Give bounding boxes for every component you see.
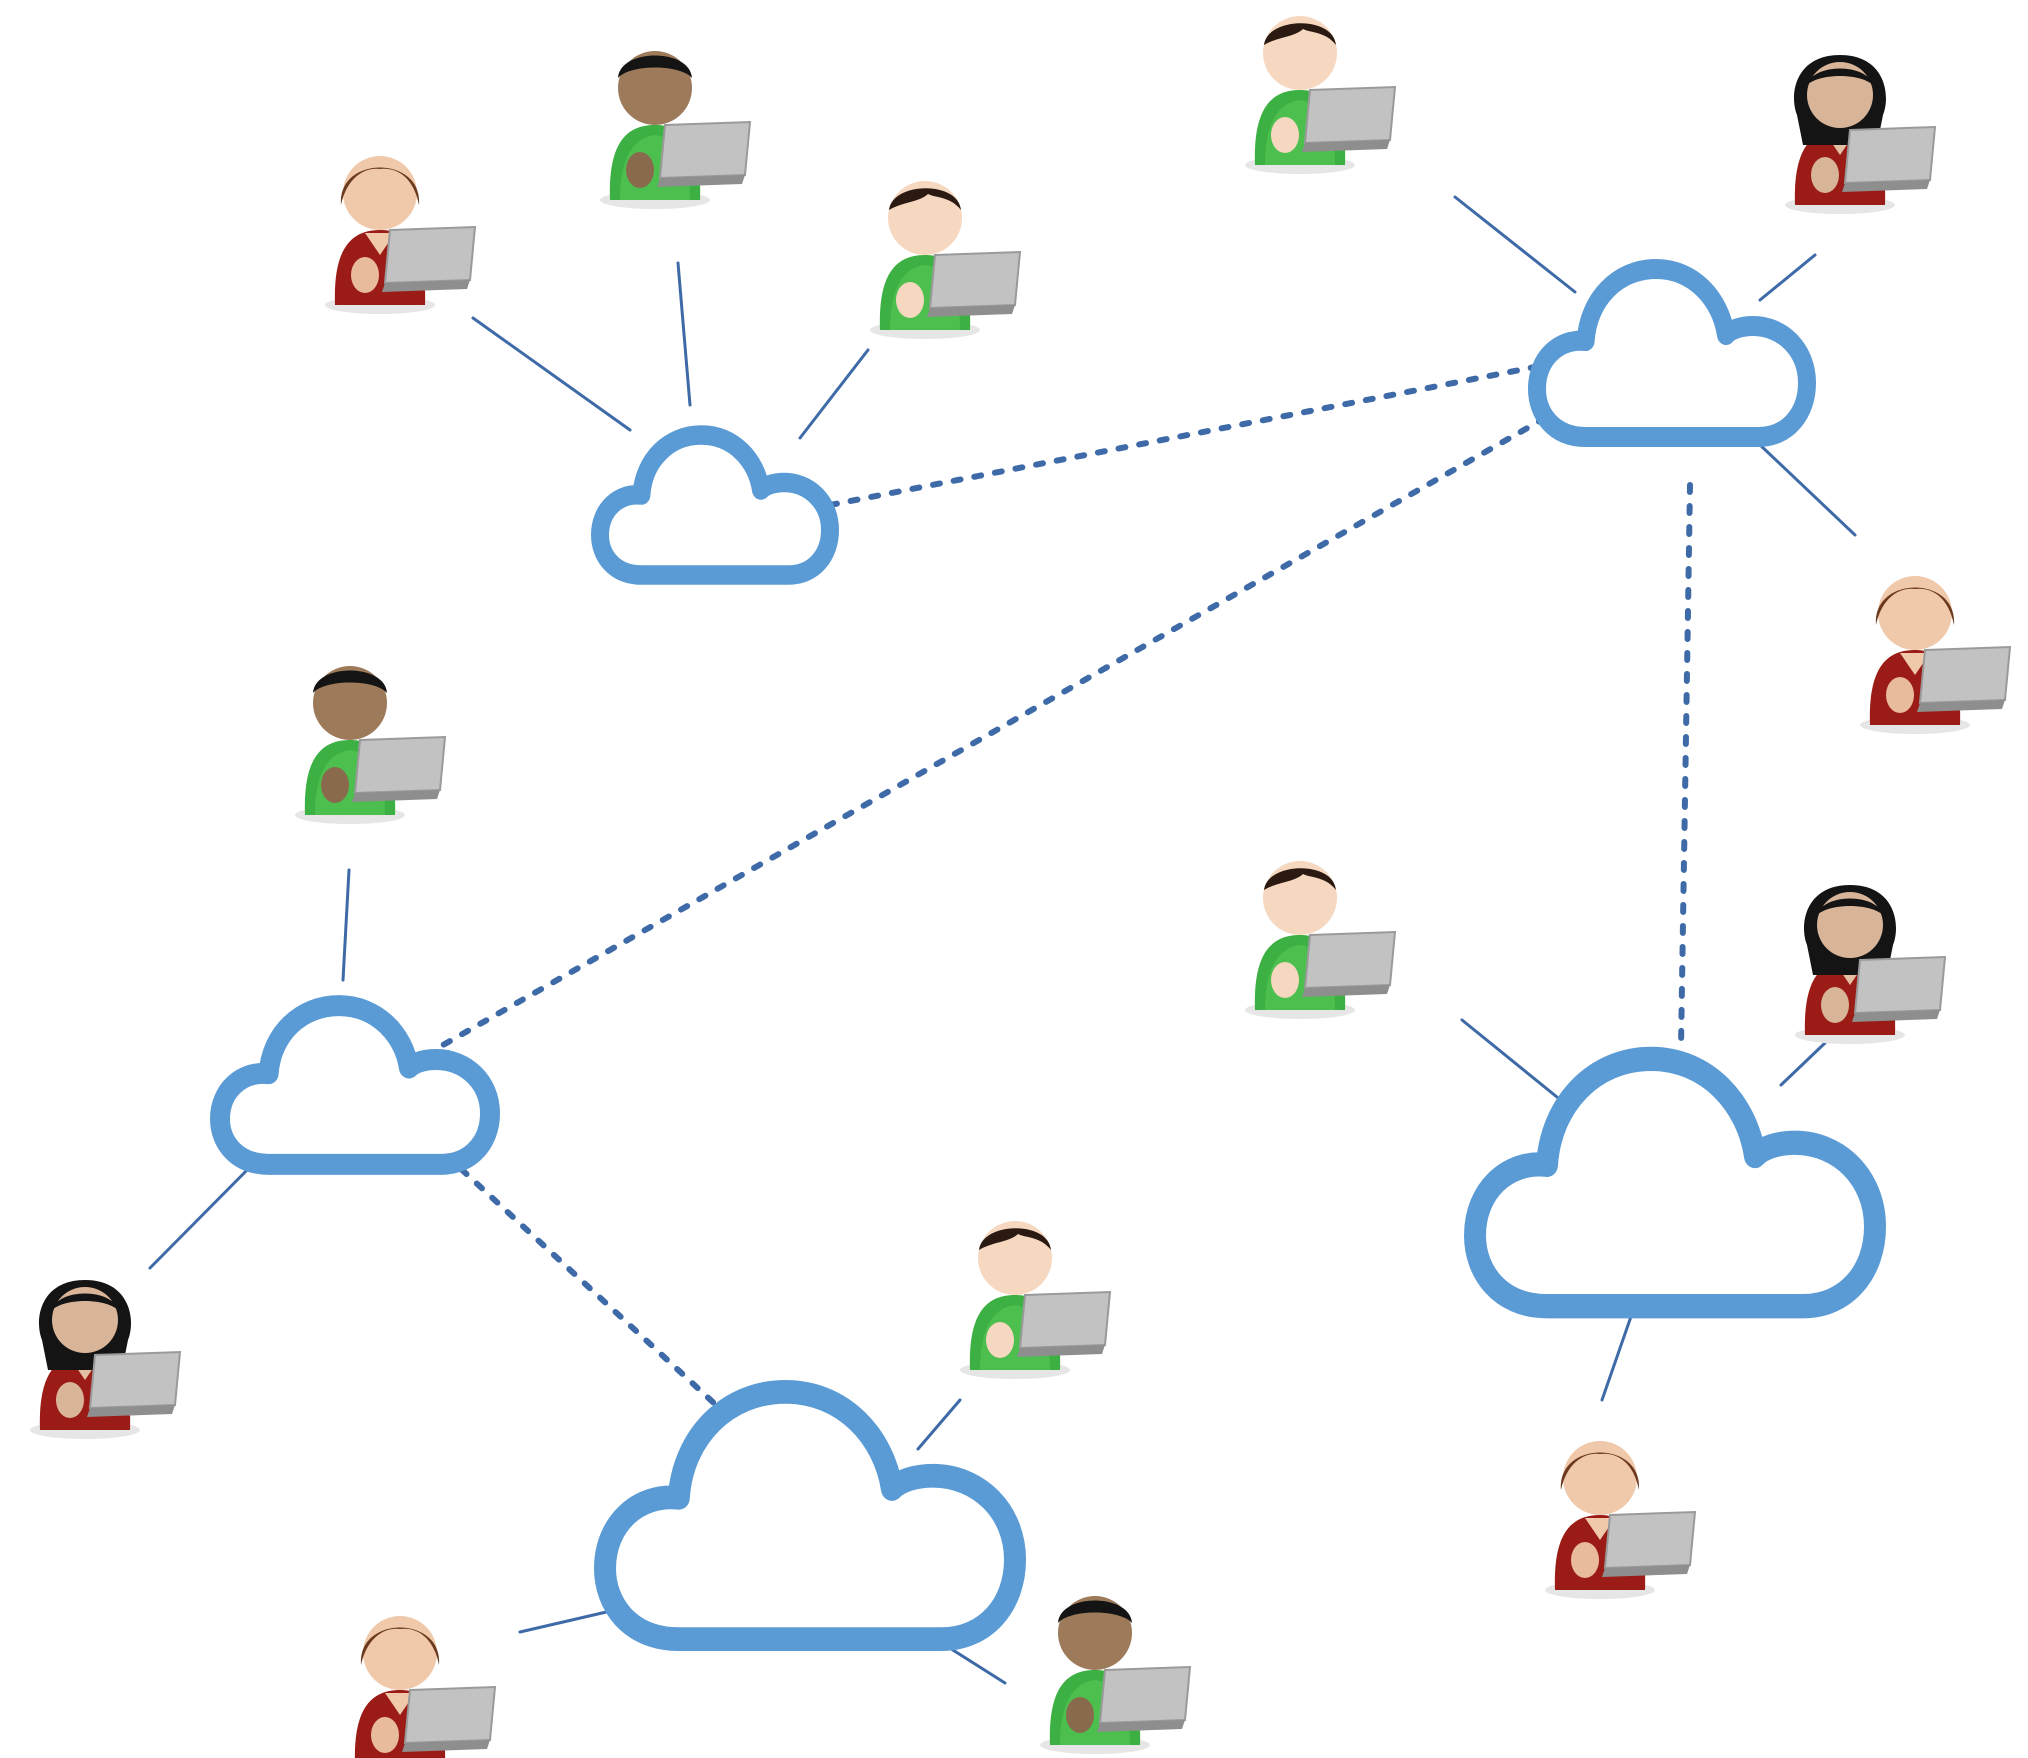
clouds — [220, 269, 1875, 1639]
link-cloud-2-cloud-3 — [440, 415, 1548, 1048]
link-user-4-cloud-2 — [1453, 195, 1577, 294]
user-12-laptop-user-icon — [344, 1615, 496, 1758]
user-14-laptop-user-icon — [1544, 1440, 1696, 1600]
link-user-1-cloud-1 — [471, 316, 632, 432]
link-user-6-cloud-2 — [1756, 441, 1857, 537]
user-7-laptop-user-icon — [294, 665, 446, 825]
link-user-10-cloud-5 — [1779, 1041, 1827, 1087]
link-user-13-cloud-4 — [943, 1643, 1007, 1685]
link-user-9-cloud-3 — [148, 1160, 257, 1270]
user-6-laptop-user-icon — [1859, 575, 2011, 735]
cloud-5-icon — [1475, 1059, 1875, 1306]
user-8-laptop-user-icon — [1244, 860, 1396, 1020]
users — [29, 15, 2011, 1758]
cloud-3-icon — [220, 1006, 490, 1165]
link-user-12-cloud-4 — [518, 1608, 617, 1634]
link-user-11-cloud-4 — [916, 1398, 962, 1451]
user-3-laptop-user-icon — [869, 180, 1021, 340]
user-2-laptop-user-icon — [599, 50, 751, 210]
link-cloud-2-cloud-5 — [1678, 482, 1693, 1050]
user-5-laptop-user-icon — [1784, 54, 1936, 215]
connection-lines — [148, 195, 1857, 1685]
link-cloud-3-cloud-4 — [443, 1152, 719, 1408]
link-user-7-cloud-3 — [341, 868, 351, 982]
cloud-4-icon — [605, 1392, 1015, 1639]
link-user-2-cloud-1 — [676, 261, 692, 407]
cloud-1-icon — [600, 435, 830, 575]
link-user-3-cloud-1 — [798, 348, 870, 440]
user-1-laptop-user-icon — [324, 155, 476, 315]
link-user-5-cloud-2 — [1758, 253, 1817, 302]
link-user-8-cloud-5 — [1460, 1018, 1575, 1112]
link-user-14-cloud-5 — [1600, 1303, 1637, 1402]
user-11-laptop-user-icon — [959, 1220, 1111, 1380]
link-cloud-1-cloud-2 — [827, 364, 1538, 508]
user-13-laptop-user-icon — [1039, 1595, 1191, 1755]
user-9-laptop-user-icon — [29, 1279, 181, 1440]
user-10-laptop-user-icon — [1794, 884, 1946, 1045]
user-4-laptop-user-icon — [1244, 15, 1396, 175]
